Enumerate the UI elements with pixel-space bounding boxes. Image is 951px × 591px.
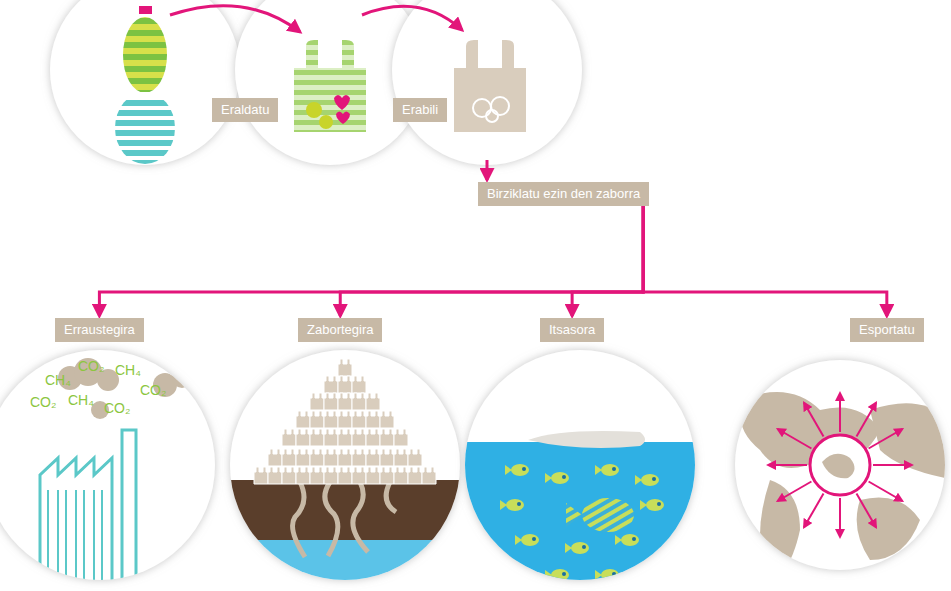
bag-icon [366,429,380,446]
bag-icon [422,467,436,484]
bag-icon [310,467,324,484]
bag-icon [338,467,352,484]
green-bag [294,40,366,132]
branch-arrow [340,206,643,316]
bag-icon [310,449,324,466]
step-label: Erabili [393,98,447,122]
landfill [220,359,470,591]
flow-arrow [362,6,462,30]
bag-icon [394,449,408,466]
used-bag [454,40,526,132]
label-text: Eraldatu [221,102,269,118]
bag-icon [324,393,338,410]
waste-label: Birziklatu ezin den zaborra [478,182,649,206]
gas-label: CO₂ [104,400,130,416]
bag-icon [254,467,268,484]
bag-icon [338,411,352,428]
bag-icon [324,449,338,466]
bag-icon [394,429,408,446]
branch-arrow [643,206,887,316]
bag-icon [296,467,310,484]
bag-icon [324,467,338,484]
bag-icon [380,467,394,484]
bag-icon [282,449,296,466]
bag-icon [380,429,394,446]
bag-icon [296,449,310,466]
step-label: Eraldatu [212,98,278,122]
bag-icon [338,359,352,376]
bag-icon [268,449,282,466]
label-text: Erabili [402,102,438,118]
label-text: Itsasora [549,322,595,338]
flow-arrow [170,6,300,32]
bag-icon [366,411,380,428]
bag-icon [352,411,366,428]
gas-label: CO₂ [78,358,104,374]
world-map [739,392,951,580]
bag-icon [380,411,394,428]
label-text: Esportatu [859,322,915,338]
bag-icon [352,449,366,466]
bag-icon [324,411,338,428]
gas-label: CH₄ [45,372,71,388]
bag-icon [352,429,366,446]
bag-icon [366,467,380,484]
sea [460,431,710,591]
bag-icon [352,467,366,484]
bottle-circle [50,0,240,165]
destination-label: Erraustegira [55,318,144,342]
bag-icon [324,429,338,446]
incinerator [40,358,192,591]
incinerator-circle [0,350,215,580]
bag-icon [338,376,352,393]
destination-label: Esportatu [850,318,924,342]
label-text: Erraustegira [64,322,135,338]
bag-icon [338,449,352,466]
bottle [115,6,175,164]
bag-icon [296,411,310,428]
branch-arrow [572,206,643,316]
gas-label: CO₂ [140,382,166,398]
bag-icon [310,429,324,446]
bag-icon [338,429,352,446]
bag-icon [310,393,324,410]
bag-icon [380,449,394,466]
branch-arrow [99,206,643,316]
destination-label: Itsasora [540,318,604,342]
bag-icon [352,376,366,393]
bag-icon [366,393,380,410]
gas-label: CO₂ [30,394,56,410]
bag-icon [352,393,366,410]
bag-icon [394,467,408,484]
bag-icon [408,467,422,484]
bag-icon [296,429,310,446]
used-bag-circle [392,0,582,165]
bag-icon [268,467,282,484]
bag-icon [408,449,422,466]
bag-icon [282,429,296,446]
gas-label: CH₄ [115,362,141,378]
bag-icon [324,376,338,393]
destination-label: Zabortegira [298,318,382,342]
bag-icon [282,467,296,484]
flow-arrow [486,160,489,180]
gas-label: CH₄ [68,392,94,408]
label-text: Birziklatu ezin den zaborra [487,186,640,202]
bag-icon [338,393,352,410]
bag-icon [366,449,380,466]
label-text: Zabortegira [307,322,373,338]
bag-icon [310,411,324,428]
